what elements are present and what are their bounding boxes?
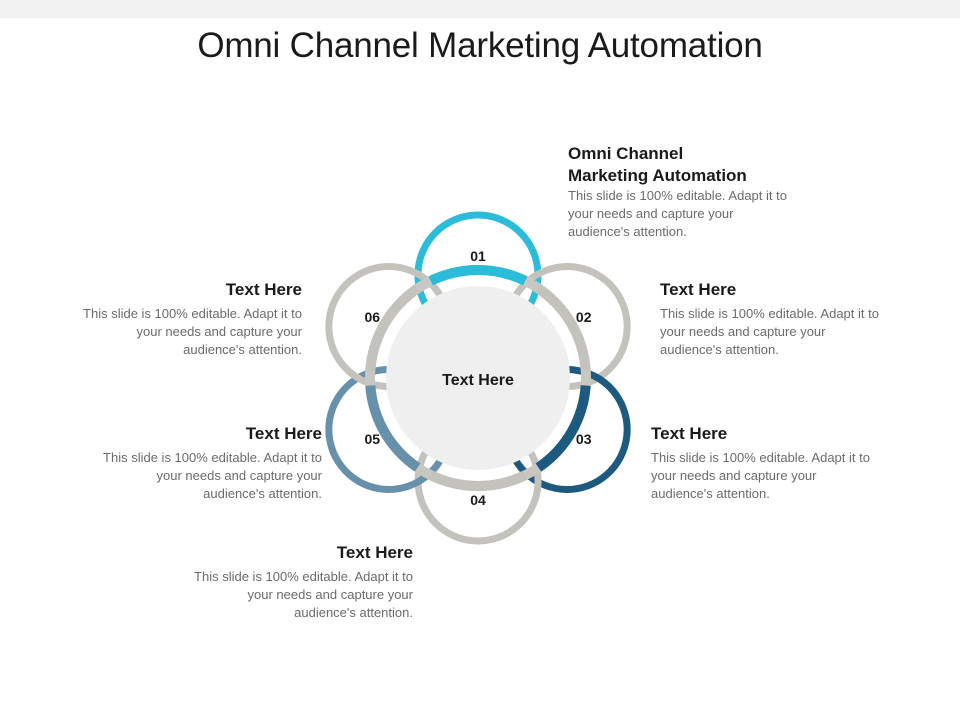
page-title: Omni Channel Marketing Automation <box>197 26 763 65</box>
callout-heading: Text Here <box>651 424 728 443</box>
hub-label: Text Here <box>442 372 514 389</box>
ring-segment-01 <box>428 264 528 286</box>
top-band <box>0 0 960 18</box>
step-number-05: 05 <box>365 431 381 447</box>
petal-arc-06 <box>325 263 447 390</box>
callout-step-04: Text Here This slide is 100% editable. A… <box>183 542 413 622</box>
callout-heading: Text Here <box>245 424 322 443</box>
ring-segment-03 <box>535 385 591 472</box>
ring-segment-04 <box>428 470 528 492</box>
callout-body: This slide is 100% editable. Adapt it to… <box>103 450 322 501</box>
callout-step-02: Text Here This slide is 100% editable. A… <box>660 279 890 359</box>
callout-heading: Text Here <box>660 280 737 299</box>
callout-step-01: Omni Channel Marketing Automation This s… <box>568 143 798 241</box>
ring-segment-layer <box>365 264 591 492</box>
step-number-layer: 01 02 03 04 05 06 <box>365 248 592 508</box>
step-number-04: 04 <box>470 492 486 508</box>
callout-body: This slide is 100% editable. Adapt it to… <box>660 306 879 357</box>
callout-step-05: Text Here This slide is 100% editable. A… <box>92 423 322 503</box>
callout-step-06: Text Here This slide is 100% editable. A… <box>72 279 302 359</box>
callout-body: This slide is 100% editable. Adapt it to… <box>651 450 870 501</box>
callout-heading: Omni Channel Marketing Automation <box>568 144 747 185</box>
callout-heading: Text Here <box>225 280 302 299</box>
callout-step-03: Text Here This slide is 100% editable. A… <box>651 423 881 503</box>
hub-disc <box>386 286 570 470</box>
step-number-03: 03 <box>576 431 592 447</box>
ring-segment-06 <box>365 284 421 371</box>
callout-body: This slide is 100% editable. Adapt it to… <box>83 306 302 357</box>
ring-segment-05 <box>365 385 421 472</box>
callout-heading: Text Here <box>336 543 413 562</box>
ring-segment-02 <box>535 284 591 371</box>
step-number-02: 02 <box>576 309 592 325</box>
callout-body: This slide is 100% editable. Adapt it to… <box>568 188 787 239</box>
step-number-01: 01 <box>470 248 486 264</box>
step-number-06: 06 <box>365 309 381 325</box>
callout-body: This slide is 100% editable. Adapt it to… <box>194 569 413 620</box>
